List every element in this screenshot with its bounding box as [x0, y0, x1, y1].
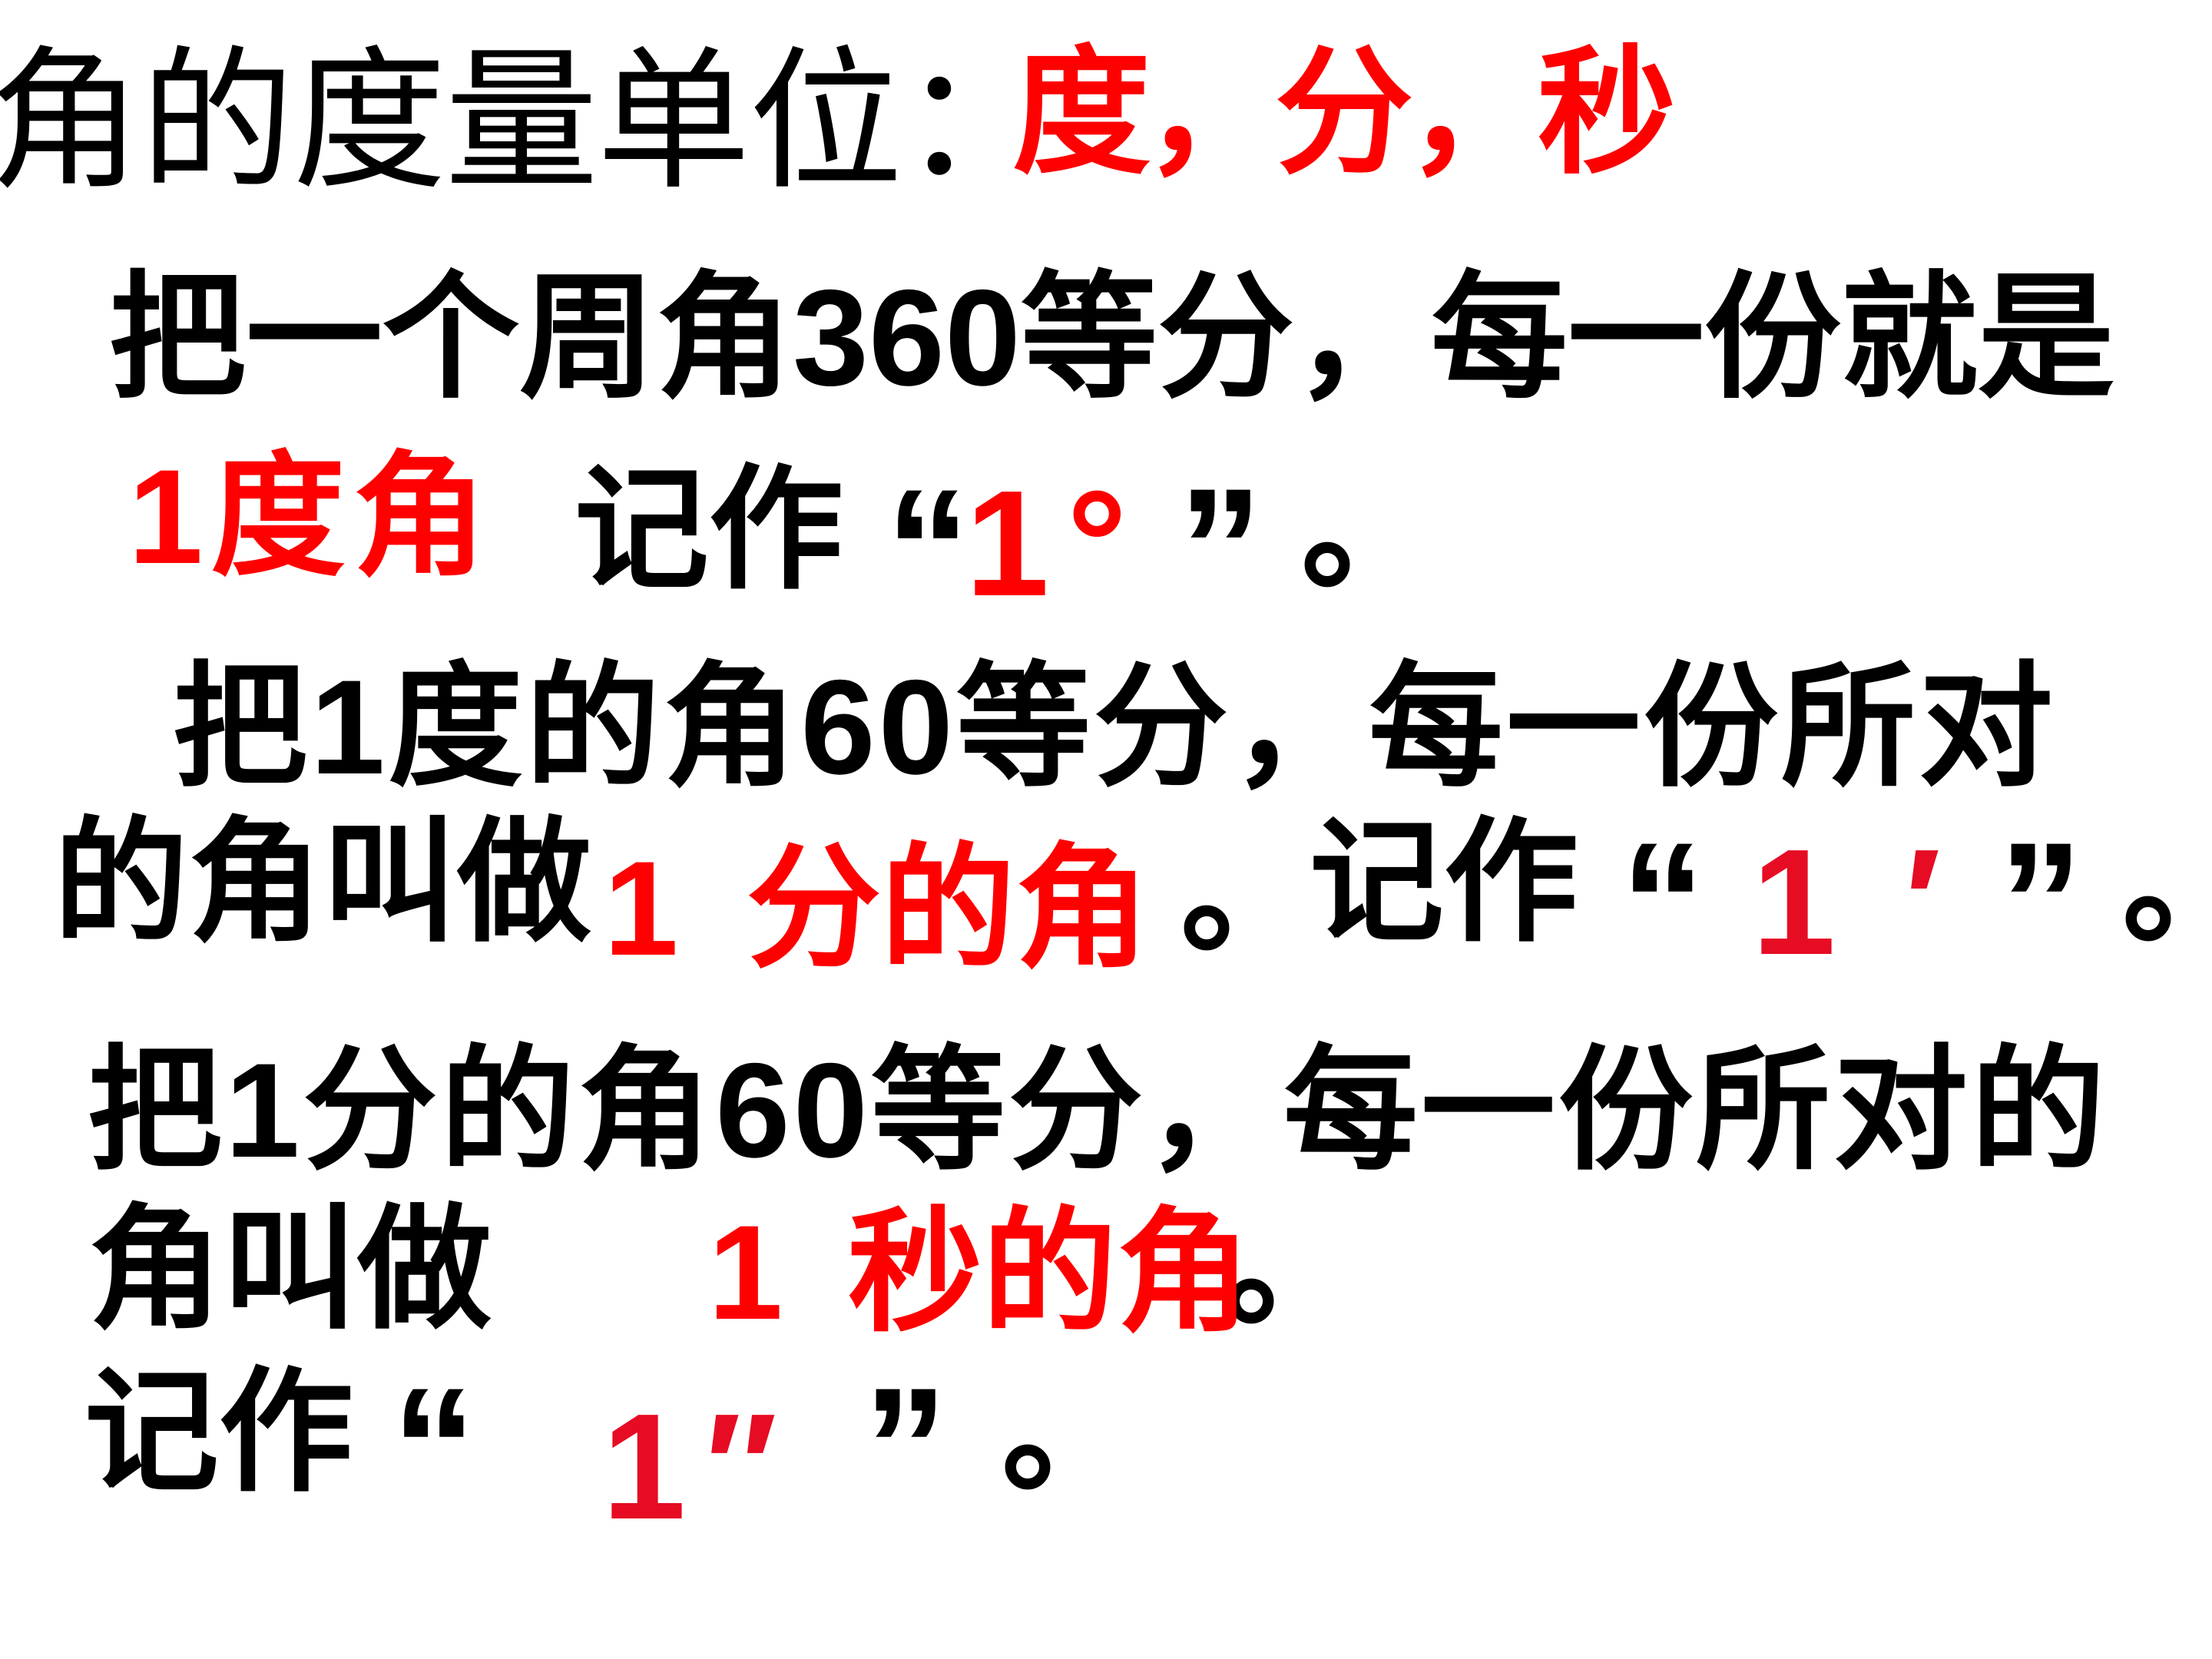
second-term: 1 秒的角 [708, 1198, 1251, 1348]
degree-record-prefix: 记作 [575, 455, 843, 605]
title-units-highlight: 度，分，秒 [1012, 36, 1676, 190]
minute-term: 1 分的角 [604, 834, 1150, 984]
second-open-quote: “ [392, 1353, 476, 1541]
minute-symbol: 1′ [1752, 818, 2010, 986]
degree-open-quote: “ [886, 454, 970, 643]
minute-record-prefix: 记作 [1310, 808, 1578, 958]
second-period1: 。 [1225, 1193, 1359, 1343]
minute-line2-prefix: 的角叫做 [54, 808, 591, 958]
minute-open-quote: “ [1621, 807, 1705, 996]
degree-term: 1度角 [128, 442, 495, 592]
minute-period1: 。 [1181, 820, 1315, 969]
degree-line1: 把一个周角360等分，每一份就是 [109, 261, 2114, 414]
second-line2-prefix: 角叫做 [88, 1195, 492, 1345]
second-period2: 。 [1002, 1359, 1136, 1508]
minute-line1: 把1度的角60等分，每一份所对 [173, 653, 2056, 803]
second-symbol: 1″ [602, 1382, 796, 1551]
minute-period2: 。 [2122, 818, 2212, 952]
degree-symbol: 1° [965, 459, 1145, 628]
second-line1: 把1分的角60等分，每一份所对的 [88, 1036, 2108, 1186]
degree-period: 。 [1301, 456, 1435, 606]
degree-close-quote: ” [1178, 453, 1263, 642]
minute-close-quote: ” [1998, 807, 2083, 996]
second-record-prefix: 记作 [84, 1358, 353, 1508]
second-close-quote: ” [863, 1353, 948, 1541]
title-prefix: 角的度量单位： [0, 36, 1055, 207]
